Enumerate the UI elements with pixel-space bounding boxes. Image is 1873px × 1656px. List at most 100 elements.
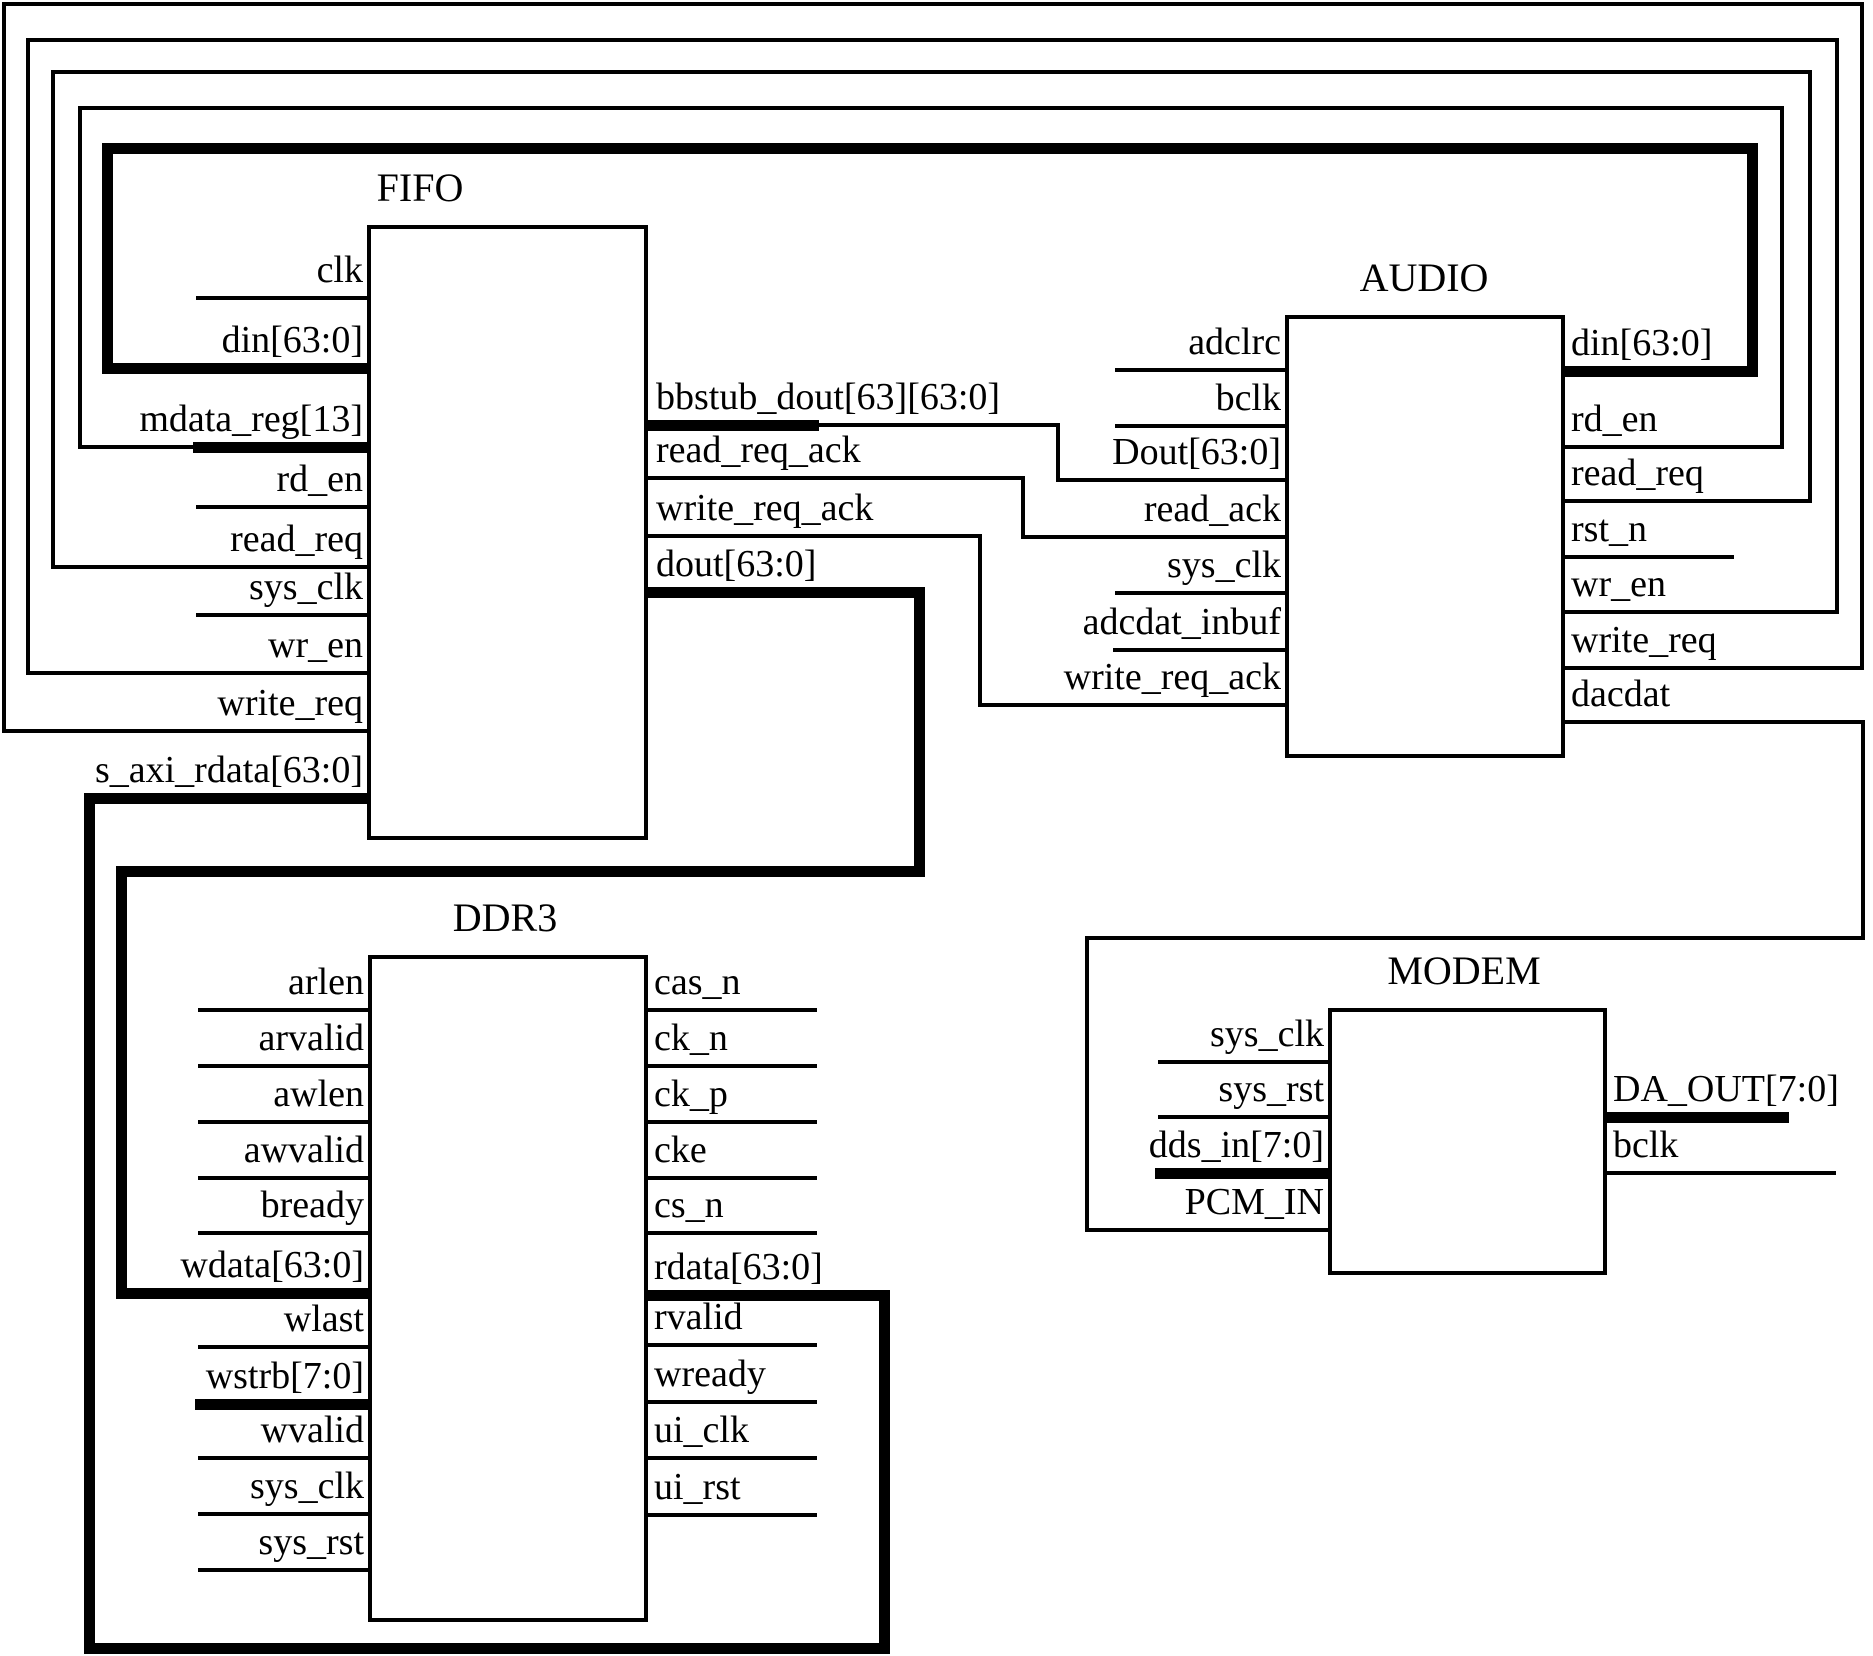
port-label-ddr3-wvalid: wvalid [260, 1409, 364, 1451]
port-label-fifo-write_req: write_req [217, 682, 363, 724]
wire-segment [1563, 445, 1784, 449]
wire-segment [1746, 142, 1758, 377]
wire-segment [198, 1456, 370, 1460]
module-title-audio: AUDIO [1359, 255, 1489, 300]
wire-segment [78, 106, 1784, 110]
port-label-fifo-read_req_ack: read_req_ack [656, 429, 861, 471]
wire-segment [913, 586, 925, 877]
wire-segment [646, 476, 1025, 480]
port-label-fifo-s_axi_rdata[63:0]: s_axi_rdata[63:0] [94, 749, 363, 791]
port-label-ddr3-sys_rst: sys_rst [258, 1521, 364, 1563]
wire-segment [1563, 610, 1839, 614]
wire-segment [83, 792, 373, 804]
port-label-ddr3-cas_n: cas_n [654, 961, 741, 1003]
wire-segment [1154, 1167, 1334, 1179]
wire-segment [646, 534, 982, 538]
port-label-audio-adclrc: adclrc [1188, 321, 1281, 363]
wire-segment [1158, 1115, 1330, 1119]
wire-segment [198, 1231, 370, 1235]
wire-segment [1860, 2, 1864, 670]
wire-segment [646, 1120, 817, 1124]
port-label-fifo-dout[63:0]: dout[63:0] [656, 543, 817, 585]
wire-segment [1158, 1060, 1330, 1064]
wire-segment [646, 1400, 817, 1404]
wire-segment [1559, 365, 1758, 377]
port-label-modem-DA_OUT[7:0]: DA_OUT[7:0] [1613, 1068, 1839, 1110]
port-label-fifo-read_req: read_req [230, 518, 363, 560]
wire-segment [978, 703, 1287, 707]
wire-segment [1601, 1111, 1789, 1123]
wire-segment [101, 142, 1758, 154]
wire-segment [1056, 478, 1287, 482]
wire-segment [646, 1513, 817, 1517]
port-label-modem-PCM_IN: PCM_IN [1184, 1181, 1324, 1223]
wire-segment [115, 865, 925, 877]
wire-segment [646, 1064, 817, 1068]
wire-segment [1563, 666, 1864, 670]
port-label-audio-din[63:0]: din[63:0] [1571, 322, 1713, 364]
wire-segment [1113, 648, 1287, 652]
wire-segment [196, 296, 369, 300]
port-label-ddr3-arlen: arlen [288, 961, 364, 1003]
wire-segment [101, 142, 113, 374]
wire-segment [51, 70, 1812, 74]
wire-segment [646, 1456, 817, 1460]
wire-segment [51, 70, 55, 569]
wire-segment [26, 38, 30, 675]
port-label-ddr3-cke: cke [654, 1129, 707, 1171]
wire-segment [811, 423, 1060, 427]
wire-segment [1808, 70, 1812, 503]
port-label-modem-sys_clk: sys_clk [1210, 1013, 1324, 1055]
wire-segment [1085, 936, 1089, 1232]
port-label-ddr3-ck_p: ck_p [654, 1073, 728, 1115]
port-label-ddr3-wstrb[7:0]: wstrb[7:0] [205, 1355, 364, 1397]
wire-segment [101, 362, 373, 374]
port-label-modem-bclk: bclk [1613, 1124, 1679, 1166]
wire-segment [1780, 106, 1784, 449]
wire-segment [1085, 936, 1865, 940]
wire-segment [115, 1287, 374, 1299]
port-label-ddr3-rdata[63:0]: rdata[63:0] [654, 1246, 823, 1288]
wire-segment [198, 1568, 370, 1572]
port-label-fifo-write_req_ack: write_req_ack [656, 487, 874, 529]
wire-segment [2, 729, 369, 733]
wire-segment [198, 1176, 370, 1180]
port-label-ddr3-wlast: wlast [283, 1298, 364, 1340]
wire-segment [115, 865, 127, 1299]
port-label-ddr3-awlen: awlen [273, 1073, 364, 1115]
wire-segment [1085, 1228, 1330, 1232]
module-box-audio [1285, 315, 1565, 758]
wire-segment [1021, 535, 1287, 539]
wire-segment [26, 671, 369, 675]
port-label-ddr3-rvalid: rvalid [654, 1296, 743, 1338]
port-label-modem-sys_rst: sys_rst [1218, 1068, 1324, 1110]
port-label-ddr3-bready: bready [260, 1184, 364, 1226]
wire-segment [646, 1176, 817, 1180]
wire-segment [878, 1289, 890, 1654]
wire-segment [78, 445, 200, 449]
wire-segment [198, 1512, 370, 1516]
wire-segment [2, 2, 1864, 6]
wire-segment [196, 613, 369, 617]
port-label-ddr3-arvalid: arvalid [258, 1017, 364, 1059]
module-title-fifo: FIFO [376, 165, 464, 210]
wire-segment [646, 1343, 817, 1347]
wire-segment [646, 1008, 817, 1012]
port-label-ddr3-wdata[63:0]: wdata[63:0] [180, 1244, 364, 1286]
module-box-modem [1328, 1008, 1607, 1275]
port-label-modem-dds_in[7:0]: dds_in[7:0] [1148, 1124, 1324, 1166]
wire-segment [2, 2, 6, 733]
port-label-audio-adcdat_inbuf: adcdat_inbuf [1082, 601, 1281, 643]
wire-segment [1563, 555, 1734, 559]
port-label-audio-wr_en: wr_en [1571, 563, 1666, 605]
port-label-ddr3-ui_rst: ui_rst [654, 1466, 741, 1508]
wire-segment [646, 1231, 817, 1235]
module-box-ddr3 [368, 955, 648, 1622]
wire-segment [1835, 38, 1839, 614]
wire-segment [78, 106, 82, 449]
wire-segment [1563, 499, 1812, 503]
wire-segment [642, 419, 819, 431]
wire-segment [642, 1289, 890, 1301]
wire-segment [26, 38, 1839, 42]
